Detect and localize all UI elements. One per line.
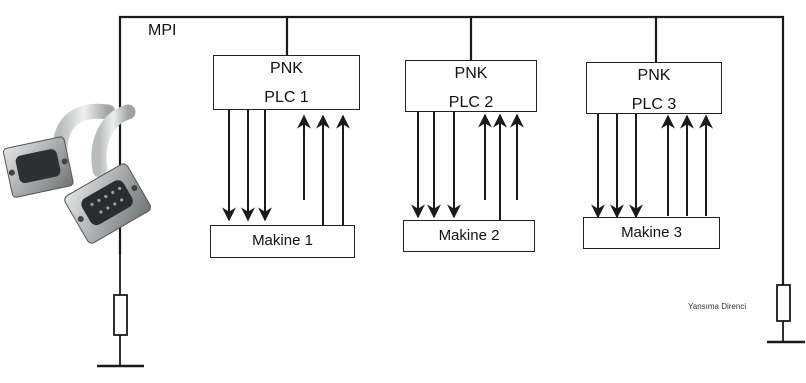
machine-2-label: Makine 2 [439, 227, 500, 244]
plc-3-title: PNK [587, 67, 721, 85]
resistor-icon [777, 285, 790, 321]
plc-1-name: PLC 1 [214, 89, 359, 107]
machine-3-box: Makine 3 [583, 217, 720, 249]
right-termination [767, 285, 805, 342]
machine-3-label: Makine 3 [621, 224, 682, 241]
machine-2-box: Makine 2 [403, 220, 535, 252]
plc-3-box: PNK PLC 3 [586, 62, 722, 114]
plc-2-title: PNK [406, 65, 536, 83]
plc-3-name: PLC 3 [587, 96, 721, 114]
plc-1-box: PNK PLC 1 [213, 55, 360, 110]
machine-1-box: Makine 1 [210, 225, 355, 258]
machine-1-label: Makine 1 [252, 232, 313, 249]
terminator-label: Yansıma Direnci [688, 302, 746, 311]
plc-2-box: PNK PLC 2 [405, 60, 537, 112]
signal-arrows [229, 110, 706, 225]
plc-2-name: PLC 2 [406, 94, 536, 112]
plc-1-title: PNK [214, 60, 359, 78]
resistor-icon [114, 295, 127, 335]
left-termination [97, 255, 144, 366]
db9-serial-cable-icon [3, 111, 153, 245]
mpi-bus-label: MPI [148, 22, 176, 40]
